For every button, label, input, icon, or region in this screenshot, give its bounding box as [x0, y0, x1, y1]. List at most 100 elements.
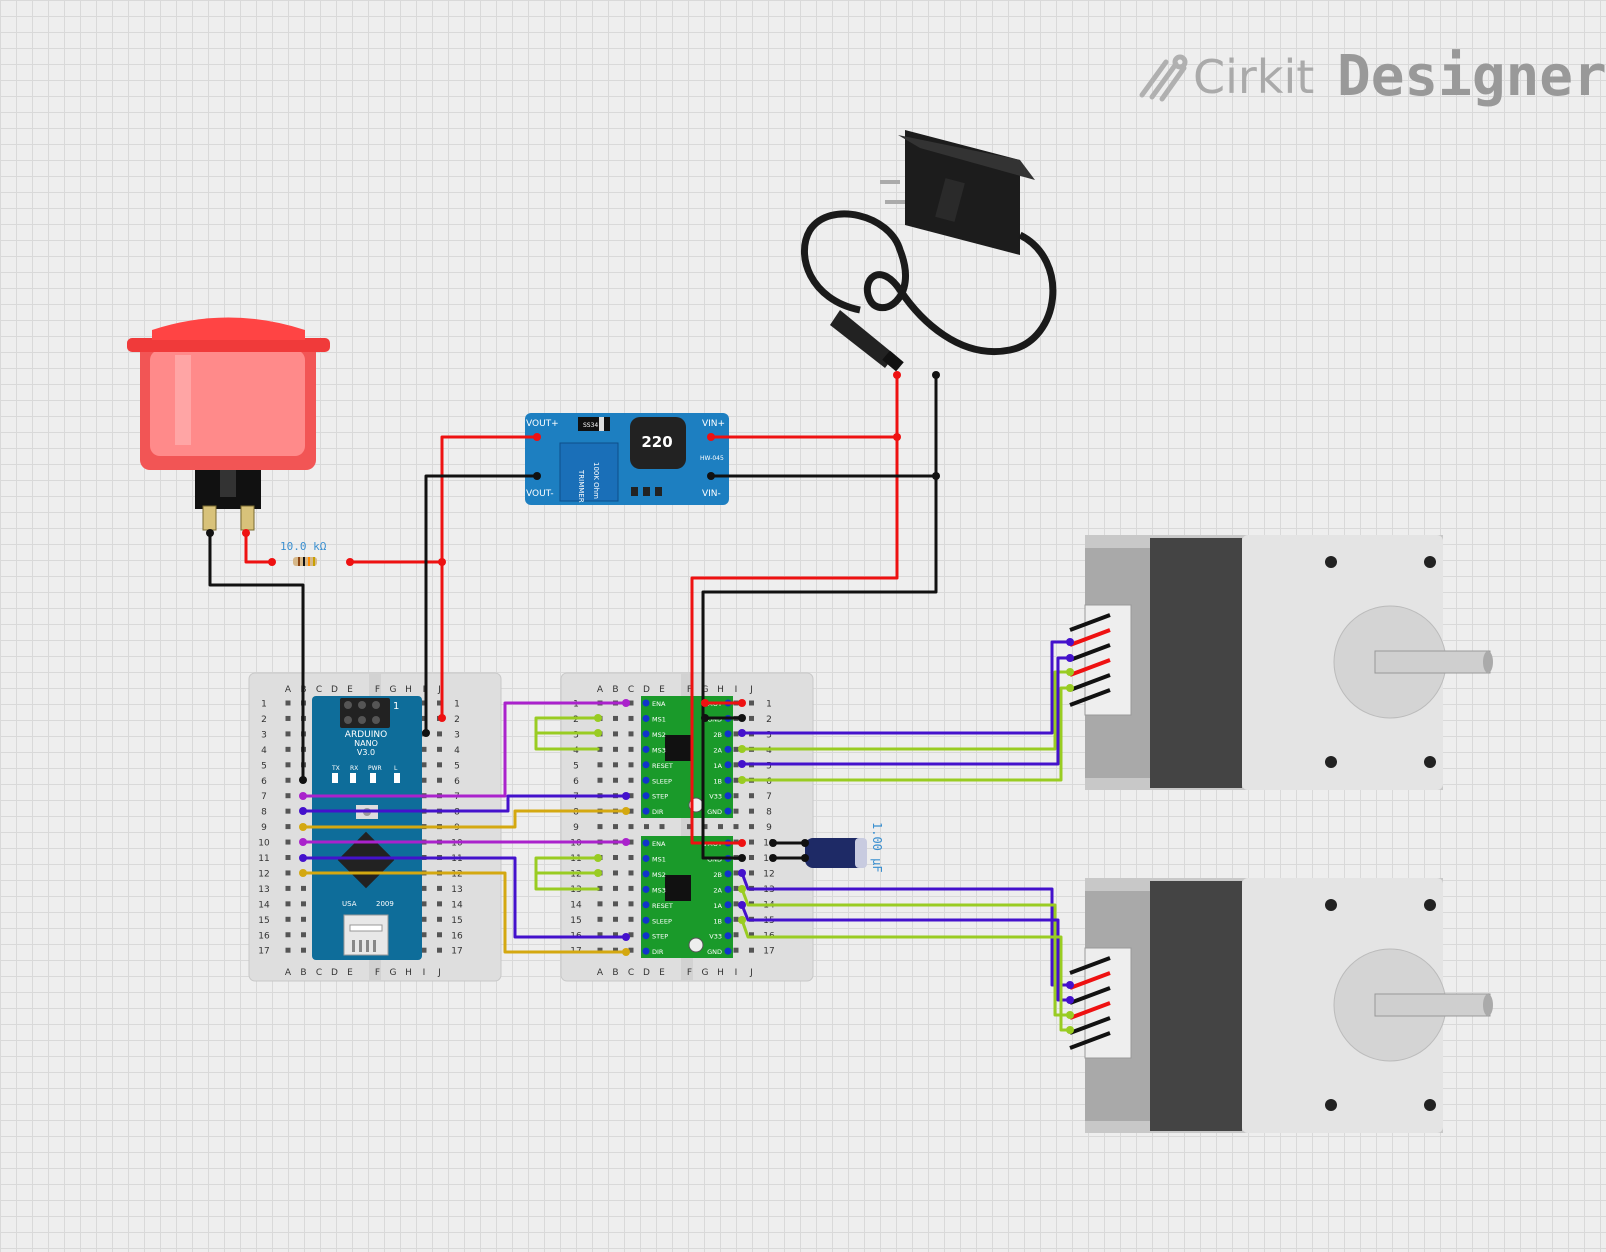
breadboard-hole[interactable] — [421, 777, 427, 783]
wire-endpoint[interactable] — [242, 529, 250, 537]
breadboard-hole[interactable] — [597, 762, 603, 768]
breadboard-hole[interactable] — [597, 746, 603, 752]
breadboard-hole[interactable] — [628, 808, 634, 814]
wire-endpoint[interactable] — [622, 948, 630, 956]
breadboard-hole[interactable] — [301, 901, 306, 907]
breadboard-hole[interactable] — [644, 824, 649, 830]
breadboard-hole[interactable] — [613, 746, 618, 752]
breadboard-hole[interactable] — [285, 839, 291, 845]
wire-endpoint[interactable] — [533, 433, 541, 441]
breadboard-hole[interactable] — [285, 793, 291, 799]
wire-endpoint[interactable] — [438, 714, 446, 722]
breadboard-hole[interactable] — [285, 777, 291, 783]
breadboard-hole[interactable] — [597, 824, 603, 830]
wire-endpoint[interactable] — [299, 869, 307, 877]
breadboard-hole[interactable] — [628, 870, 634, 876]
breadboard-hole[interactable] — [628, 824, 634, 830]
breadboard-hole[interactable] — [437, 916, 442, 922]
breadboard-hole[interactable] — [437, 947, 442, 953]
breadboard-hole[interactable] — [628, 885, 634, 891]
breadboard-hole[interactable] — [749, 932, 754, 938]
breadboard-hole[interactable] — [749, 793, 754, 799]
wire-endpoint[interactable] — [701, 699, 709, 707]
breadboard-hole[interactable] — [628, 947, 634, 953]
wire-endpoint[interactable] — [622, 838, 630, 846]
breadboard-hole[interactable] — [613, 932, 618, 938]
breadboard-hole[interactable] — [301, 932, 306, 938]
wire-endpoint[interactable] — [701, 714, 709, 722]
wire-endpoint[interactable] — [422, 729, 430, 737]
breadboard-hole[interactable] — [733, 731, 739, 737]
wire-endpoint[interactable] — [533, 472, 541, 480]
breadboard-hole[interactable] — [733, 885, 739, 891]
breadboard-hole[interactable] — [628, 916, 634, 922]
breadboard-hole[interactable] — [285, 715, 291, 721]
wire-endpoint[interactable] — [594, 714, 602, 722]
breadboard-hole[interactable] — [285, 932, 291, 938]
wire-endpoint[interactable] — [769, 854, 777, 862]
wire-endpoint[interactable] — [738, 714, 746, 722]
breadboard-hole[interactable] — [733, 777, 739, 783]
breadboard-hole[interactable] — [285, 947, 291, 953]
wire-endpoint[interactable] — [622, 699, 630, 707]
breadboard-hole[interactable] — [285, 762, 291, 768]
breadboard-hole[interactable] — [597, 916, 603, 922]
breadboard-hole[interactable] — [421, 715, 427, 721]
wire-endpoint[interactable] — [1066, 996, 1074, 1004]
breadboard-hole[interactable] — [749, 808, 754, 814]
breadboard-hole[interactable] — [421, 901, 427, 907]
breadboard-hole[interactable] — [702, 824, 708, 830]
wire-endpoint[interactable] — [893, 433, 901, 441]
breadboard-hole[interactable] — [437, 700, 442, 706]
breadboard-hole[interactable] — [733, 870, 739, 876]
breadboard-hole[interactable] — [733, 793, 739, 799]
wire-endpoint[interactable] — [738, 839, 746, 847]
breadboard-hole[interactable] — [301, 885, 306, 891]
breadboard-hole[interactable] — [749, 824, 754, 830]
wire-endpoint[interactable] — [932, 472, 940, 480]
breadboard-hole[interactable] — [285, 855, 291, 860]
push-button[interactable] — [127, 317, 330, 531]
wire-endpoint[interactable] — [1066, 668, 1074, 676]
wire-endpoint[interactable] — [769, 839, 777, 847]
wire-endpoint[interactable] — [622, 792, 630, 800]
wire-endpoint[interactable] — [738, 901, 746, 909]
breadboard-hole[interactable] — [285, 885, 291, 891]
breadboard-hole[interactable] — [749, 715, 754, 721]
breadboard-hole[interactable] — [613, 715, 618, 721]
breadboard-hole[interactable] — [421, 885, 427, 891]
breadboard-hole[interactable] — [285, 870, 291, 876]
breadboard-hole[interactable] — [628, 901, 634, 907]
wire-endpoint[interactable] — [299, 854, 307, 862]
wire-endpoint[interactable] — [738, 916, 746, 924]
wire-endpoint[interactable] — [206, 529, 214, 537]
breadboard-hole[interactable] — [285, 700, 291, 706]
breadboard-hole[interactable] — [749, 870, 754, 876]
breadboard-hole[interactable] — [613, 901, 618, 907]
breadboard-hole[interactable] — [749, 839, 754, 845]
breadboard-hole[interactable] — [597, 901, 603, 907]
wire-endpoint[interactable] — [299, 807, 307, 815]
wire-endpoint[interactable] — [707, 433, 715, 441]
breadboard-hole[interactable] — [628, 855, 634, 860]
breadboard-hole[interactable] — [421, 762, 427, 768]
breadboard-hole[interactable] — [301, 947, 306, 953]
wire-endpoint[interactable] — [299, 838, 307, 846]
breadboard-hole[interactable] — [749, 855, 754, 860]
wire-endpoint[interactable] — [707, 472, 715, 480]
breadboard-hole[interactable] — [718, 824, 723, 830]
wire-endpoint[interactable] — [932, 371, 940, 379]
breadboard-hole[interactable] — [285, 916, 291, 922]
breadboard-hole[interactable] — [733, 947, 739, 953]
breadboard-hole[interactable] — [613, 824, 618, 830]
wire-endpoint[interactable] — [1066, 981, 1074, 989]
breadboard-hole[interactable] — [613, 916, 618, 922]
breadboard-hole[interactable] — [749, 700, 754, 706]
wire-endpoint[interactable] — [438, 558, 446, 566]
wire-endpoint[interactable] — [738, 776, 746, 784]
wire-endpoint[interactable] — [299, 823, 307, 831]
breadboard-hole[interactable] — [628, 793, 634, 799]
breadboard-hole[interactable] — [628, 746, 634, 752]
wire-endpoint[interactable] — [738, 854, 746, 862]
breadboard-hole[interactable] — [613, 870, 618, 876]
